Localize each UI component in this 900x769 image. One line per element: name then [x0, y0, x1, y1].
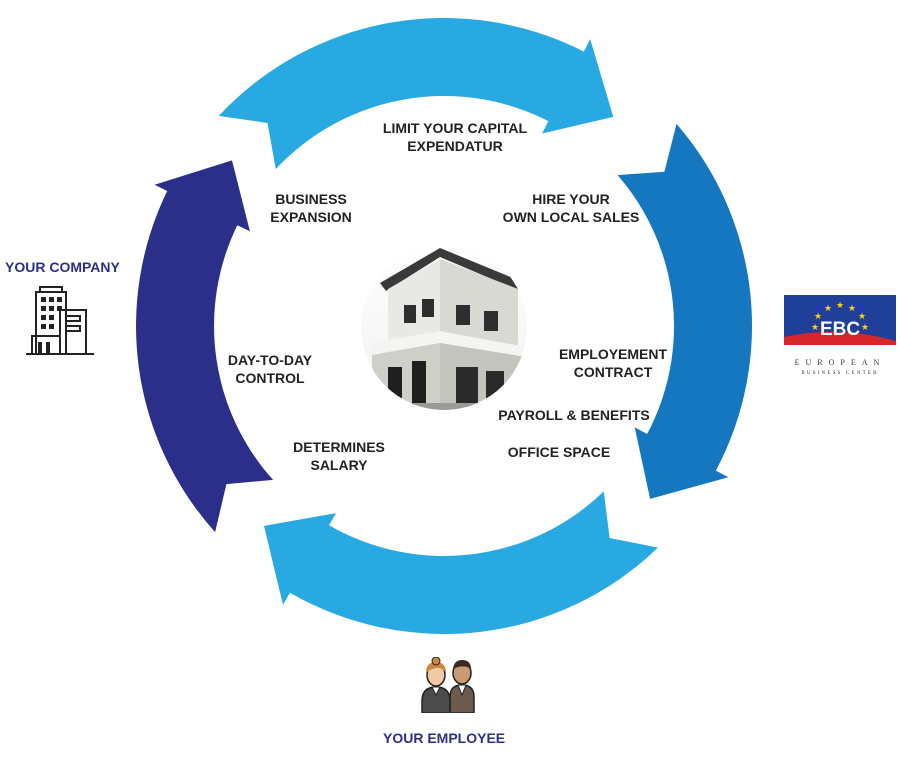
arc-bottom — [264, 491, 658, 635]
label-office-space: OFFICE SPACE — [507, 444, 611, 460]
label-determines-salary: DETERMINES SALARY — [293, 439, 385, 473]
svg-text:★: ★ — [824, 304, 832, 314]
ebc-logo-line1: EUROPEAN — [795, 358, 886, 367]
people-icon — [421, 657, 475, 713]
svg-text:★: ★ — [861, 323, 869, 333]
svg-text:★: ★ — [814, 312, 822, 322]
arc-right — [617, 123, 753, 499]
svg-text:★: ★ — [848, 304, 856, 314]
ebc-logo-letters: EBC — [820, 319, 860, 340]
arc-left — [136, 160, 274, 533]
your-employee-label: YOUR EMPLOYEE — [383, 730, 506, 746]
svg-text:★: ★ — [836, 301, 844, 311]
ebc-logo-line2: BUSINESS CENTER — [801, 371, 878, 376]
label-employment-contract: EMPLOYEMENT CONTRACT — [558, 346, 668, 380]
label-day-to-day-control: DAY-TO-DAY CONTROL — [227, 352, 313, 386]
arc-top — [218, 18, 614, 170]
your-company-label: YOUR COMPANY — [5, 259, 120, 275]
label-payroll-benefits: PAYROLL & BENEFITS — [498, 407, 650, 423]
label-business-expansion: BUSINESS EXPANSION — [270, 191, 352, 225]
svg-text:★: ★ — [858, 312, 866, 322]
ebc-logo: ★ ★★ ★★ ★★ EBC EUROPEAN BUSINESS CENTER — [784, 295, 896, 376]
house-photo — [361, 244, 527, 410]
svg-text:★: ★ — [811, 323, 819, 333]
label-hire-local-sales: HIRE YOUR OWN LOCAL SALES — [502, 191, 640, 225]
building-icon — [26, 286, 94, 355]
label-limit-capital: LIMIT YOUR CAPITAL EXPENDATUR — [382, 120, 528, 154]
